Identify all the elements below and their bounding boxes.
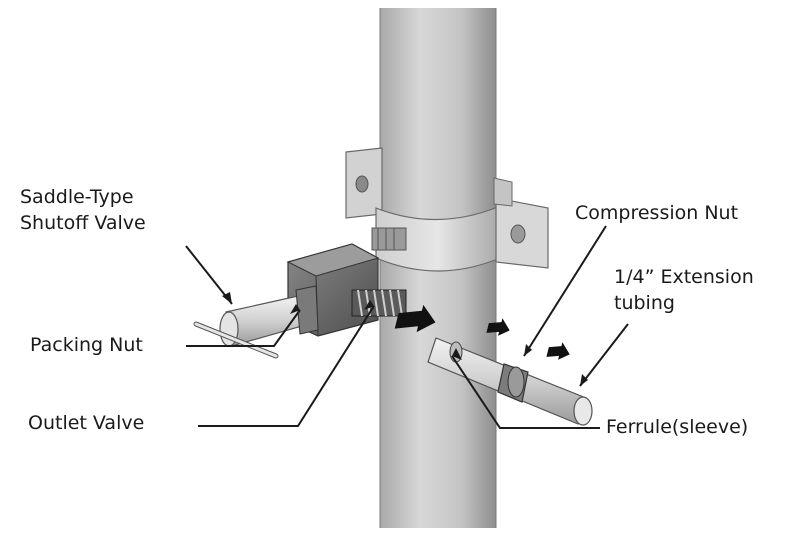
outlet-spring	[351, 289, 407, 317]
leader-lines	[185, 225, 629, 429]
leader-ferrule	[451, 355, 600, 429]
leader-arrowheads	[222, 292, 588, 386]
label-ferrule: Ferrule(sleeve)	[606, 416, 749, 438]
saddle-clamp-front	[375, 177, 549, 272]
leader-compression-nut	[523, 225, 607, 357]
label-saddle-valve: Saddle-Type Shutoff Valve	[20, 186, 146, 234]
clamp-bolt	[371, 227, 407, 251]
label-compression-nut: Compression Nut	[575, 202, 739, 224]
saddle-clamp-back	[345, 147, 383, 219]
leader-packing-nut	[186, 309, 301, 347]
arrow-icon	[394, 304, 570, 360]
leader-extension-tubing	[579, 323, 629, 387]
valve-handle	[193, 285, 319, 359]
label-outlet-valve: Outlet Valve	[28, 412, 145, 434]
label-packing-nut: Packing Nut	[30, 334, 143, 356]
label-extension-tubing: 1/4” Extension tubing	[614, 266, 754, 314]
leader-outlet-valve	[198, 305, 375, 427]
leader-saddle-valve	[185, 245, 233, 305]
compression-nut-part	[497, 363, 529, 403]
